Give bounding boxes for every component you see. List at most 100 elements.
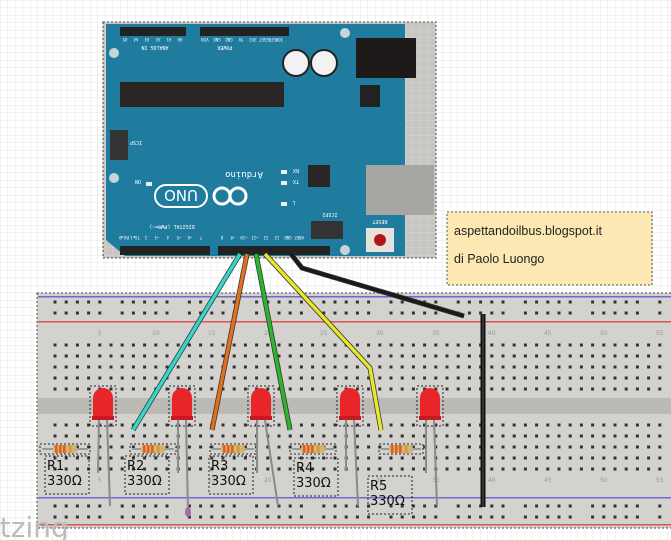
breadboard-hole[interactable] xyxy=(154,456,158,460)
breadboard-hole[interactable] xyxy=(490,456,494,460)
rail-hole[interactable] xyxy=(255,504,259,508)
wire-gnd[interactable] xyxy=(289,252,465,319)
breadboard-hole[interactable] xyxy=(355,365,359,369)
breadboard-hole[interactable] xyxy=(445,434,449,438)
breadboard-hole[interactable] xyxy=(445,376,449,380)
breadboard-hole[interactable] xyxy=(199,423,203,427)
breadboard-hole[interactable] xyxy=(199,365,203,369)
rail-hole[interactable] xyxy=(221,311,225,315)
breadboard-hole[interactable] xyxy=(53,343,57,347)
breadboard-hole[interactable] xyxy=(311,423,315,427)
breadboard-hole[interactable] xyxy=(389,387,393,391)
breadboard-hole[interactable] xyxy=(523,365,527,369)
breadboard-hole[interactable] xyxy=(266,456,270,460)
breadboard-hole[interactable] xyxy=(299,423,303,427)
breadboard-hole[interactable] xyxy=(75,456,79,460)
breadboard-hole[interactable] xyxy=(557,365,561,369)
breadboard-hole[interactable] xyxy=(568,467,572,471)
rail-hole[interactable] xyxy=(490,300,494,304)
breadboard-hole[interactable] xyxy=(266,354,270,358)
breadboard-hole[interactable] xyxy=(490,343,494,347)
breadboard-hole[interactable] xyxy=(512,456,516,460)
breadboard-hole[interactable] xyxy=(355,445,359,449)
led-2[interactable] xyxy=(168,385,196,511)
breadboard-hole[interactable] xyxy=(490,387,494,391)
rail-hole[interactable] xyxy=(535,311,539,315)
rail-hole[interactable] xyxy=(479,515,483,519)
breadboard-hole[interactable] xyxy=(512,365,516,369)
breadboard-hole[interactable] xyxy=(445,354,449,358)
rail-hole[interactable] xyxy=(434,311,438,315)
breadboard-hole[interactable] xyxy=(199,467,203,471)
breadboard-hole[interactable] xyxy=(221,456,225,460)
breadboard-hole[interactable] xyxy=(299,376,303,380)
rail-hole[interactable] xyxy=(277,311,281,315)
breadboard-hole[interactable] xyxy=(277,445,281,449)
breadboard-hole[interactable] xyxy=(154,434,158,438)
breadboard-hole[interactable] xyxy=(557,467,561,471)
rail-hole[interactable] xyxy=(557,504,561,508)
rail-hole[interactable] xyxy=(187,515,191,519)
rail-hole[interactable] xyxy=(277,300,281,304)
rail-hole[interactable] xyxy=(501,300,505,304)
rail-hole[interactable] xyxy=(400,311,404,315)
rail-hole[interactable] xyxy=(557,311,561,315)
breadboard-hole[interactable] xyxy=(523,456,527,460)
rail-hole[interactable] xyxy=(602,311,606,315)
breadboard-hole[interactable] xyxy=(602,434,606,438)
breadboard-hole[interactable] xyxy=(501,467,505,471)
breadboard-hole[interactable] xyxy=(131,467,135,471)
breadboard-hole[interactable] xyxy=(535,423,539,427)
breadboard-hole[interactable] xyxy=(568,365,572,369)
breadboard-hole[interactable] xyxy=(53,434,57,438)
rail-hole[interactable] xyxy=(389,515,393,519)
breadboard-hole[interactable] xyxy=(221,354,225,358)
breadboard-hole[interactable] xyxy=(109,456,113,460)
breadboard-hole[interactable] xyxy=(143,365,147,369)
breadboard-hole[interactable] xyxy=(512,376,516,380)
rail-hole[interactable] xyxy=(568,311,572,315)
breadboard-hole[interactable] xyxy=(658,354,662,358)
breadboard-hole[interactable] xyxy=(467,343,471,347)
rail-hole[interactable] xyxy=(568,515,572,519)
rail-hole[interactable] xyxy=(322,504,326,508)
rail-hole[interactable] xyxy=(98,300,102,304)
breadboard-hole[interactable] xyxy=(232,456,236,460)
breadboard-hole[interactable] xyxy=(512,445,516,449)
breadboard-hole[interactable] xyxy=(64,387,68,391)
rail-hole[interactable] xyxy=(165,504,169,508)
breadboard-hole[interactable] xyxy=(434,343,438,347)
breadboard-hole[interactable] xyxy=(367,354,371,358)
breadboard-hole[interactable] xyxy=(546,467,550,471)
breadboard-hole[interactable] xyxy=(243,456,247,460)
rail-hole[interactable] xyxy=(501,515,505,519)
breadboard-hole[interactable] xyxy=(266,376,270,380)
breadboard-hole[interactable] xyxy=(490,423,494,427)
rail-hole[interactable] xyxy=(288,504,292,508)
breadboard-hole[interactable] xyxy=(512,423,516,427)
breadboard-hole[interactable] xyxy=(501,423,505,427)
breadboard-hole[interactable] xyxy=(288,343,292,347)
breadboard-hole[interactable] xyxy=(568,354,572,358)
rail-hole[interactable] xyxy=(288,300,292,304)
breadboard-hole[interactable] xyxy=(624,467,628,471)
rail-hole[interactable] xyxy=(299,504,303,508)
rail-hole[interactable] xyxy=(87,300,91,304)
breadboard-hole[interactable] xyxy=(579,343,583,347)
breadboard-hole[interactable] xyxy=(647,467,651,471)
rail-hole[interactable] xyxy=(131,515,135,519)
breadboard-hole[interactable] xyxy=(210,387,214,391)
breadboard-hole[interactable] xyxy=(210,434,214,438)
breadboard-hole[interactable] xyxy=(299,354,303,358)
breadboard-hole[interactable] xyxy=(333,467,337,471)
rail-hole[interactable] xyxy=(187,504,191,508)
breadboard-hole[interactable] xyxy=(53,456,57,460)
breadboard-hole[interactable] xyxy=(367,434,371,438)
breadboard-hole[interactable] xyxy=(411,365,415,369)
breadboard-hole[interactable] xyxy=(221,423,225,427)
rail-hole[interactable] xyxy=(221,504,225,508)
breadboard-hole[interactable] xyxy=(658,365,662,369)
rail-hole[interactable] xyxy=(154,504,158,508)
rail-hole[interactable] xyxy=(400,300,404,304)
rail-hole[interactable] xyxy=(613,311,617,315)
